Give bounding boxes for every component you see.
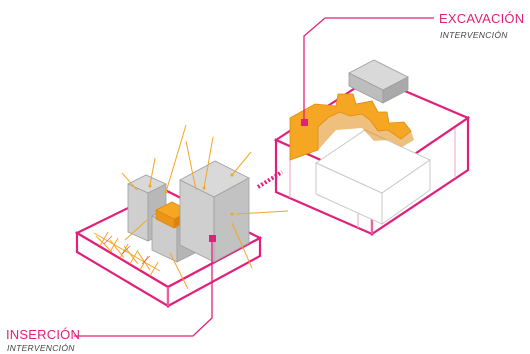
base-hatch-pattern-magenta [103, 235, 151, 265]
excavation-inner-volume-right [381, 159, 431, 225]
excavation-void-floor [318, 112, 414, 150]
insertion-block [74, 124, 289, 337]
excavation-title: EXCAVACIÓN [439, 11, 524, 26]
tower-back-left [127, 183, 149, 242]
connector-dashes [256, 170, 284, 189]
excavation-marker [301, 119, 308, 126]
orange-leader-lines [121, 124, 289, 290]
insertion-leader-line [74, 238, 213, 337]
excavation-block [273, 17, 471, 237]
insertion-subtitle: INTERVENCIÓN [7, 343, 75, 353]
insertion-title: INSERCIÓN [6, 327, 80, 342]
base-hatch-pattern [93, 231, 161, 277]
excavation-leader-line [303, 17, 434, 122]
orange-dots [148, 173, 234, 216]
excavation-subtitle: INTERVENCIÓN [440, 30, 508, 40]
excavation-gray-box-right [382, 76, 409, 104]
